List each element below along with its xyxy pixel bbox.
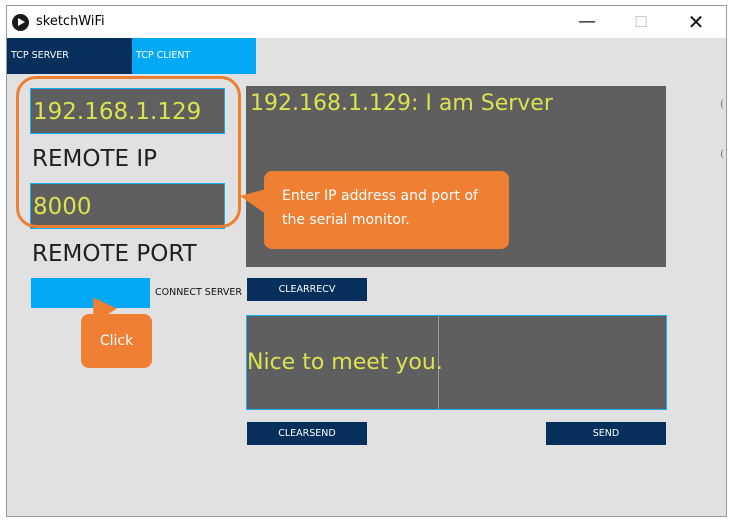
remote-port-label: REMOTE PORT — [32, 241, 197, 267]
app-icon — [12, 14, 29, 31]
remote-ip-input[interactable]: 192.168.1.129 — [30, 88, 225, 134]
clear-receive-button[interactable]: CLEARRECV — [247, 278, 367, 301]
annotation-callout-tail — [240, 189, 266, 214]
clear-send-button[interactable]: CLEARSEND — [247, 422, 367, 445]
minimize-button[interactable]: — — [578, 11, 596, 32]
window-title: sketchWiFi — [36, 14, 105, 29]
tab-tcp-client[interactable]: TCP CLIENT — [132, 38, 256, 74]
edge-mark — [721, 99, 726, 109]
close-button[interactable]: ✕ — [687, 10, 705, 34]
annotation-ip-callout: Enter IP address and port of the serial … — [264, 171, 509, 249]
edge-mark — [721, 149, 726, 159]
connect-server-label: CONNECT SERVER — [155, 287, 242, 298]
remote-port-input[interactable]: 8000 — [30, 183, 225, 229]
annotation-click-callout: Click — [81, 314, 152, 368]
send-text: Nice to meet you. — [247, 350, 443, 375]
annotation-ip-callout-line2: the serial monitor. — [282, 212, 410, 228]
annotation-outline — [16, 76, 241, 228]
maximize-button[interactable]: ☐ — [634, 13, 648, 31]
send-divider — [438, 316, 439, 409]
send-button[interactable]: SEND — [546, 422, 666, 445]
app-window: sketchWiFi — ☐ ✕ TCP SERVER TCP CLIENT 1… — [6, 5, 727, 517]
connect-server-button[interactable] — [31, 278, 150, 308]
send-area[interactable]: Nice to meet you. — [246, 315, 667, 410]
annotation-ip-callout-line1: Enter IP address and port of — [282, 188, 478, 204]
remote-ip-label: REMOTE IP — [32, 146, 158, 172]
tab-tcp-server[interactable]: TCP SERVER — [7, 38, 132, 74]
title-bar: sketchWiFi — ☐ ✕ — [7, 6, 726, 38]
